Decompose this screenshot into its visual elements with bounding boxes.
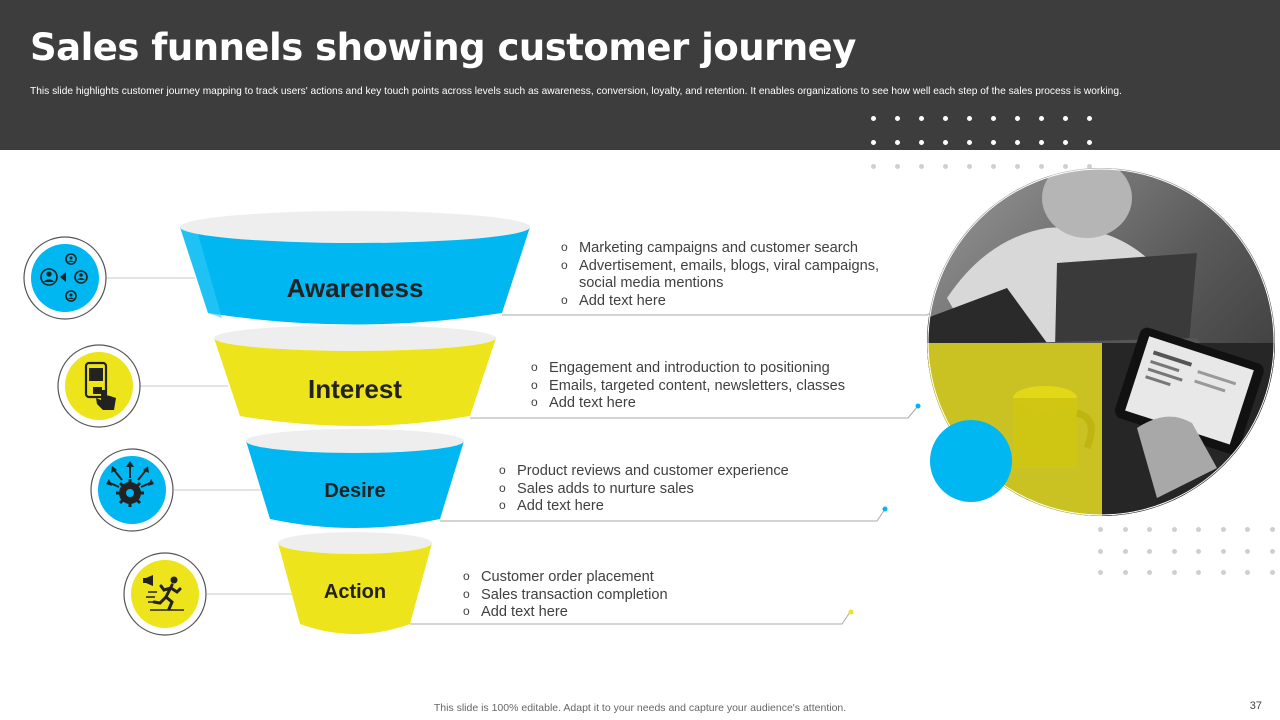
photo-illustration <box>927 168 1277 523</box>
list-item: Add text here <box>561 292 891 311</box>
pattern-dot <box>871 164 876 169</box>
pattern-dot <box>1122 570 1128 575</box>
pattern-dot <box>991 164 996 169</box>
slide-subtitle: This slide highlights customer journey m… <box>30 86 1122 97</box>
dot-pattern-bottom <box>1098 527 1275 575</box>
pattern-dot <box>1063 116 1068 121</box>
list-item: Engagement and introduction to positioni… <box>531 359 891 378</box>
bullet-list-interest: Engagement and introduction to positioni… <box>531 359 891 413</box>
list-item: Sales transaction completion <box>463 586 823 605</box>
pattern-dot <box>919 140 924 145</box>
pattern-dot <box>1269 548 1275 554</box>
team-laptop-photo <box>927 168 1275 516</box>
pattern-dot <box>1098 570 1103 575</box>
stage-label-desire: Desire <box>324 480 385 502</box>
pattern-dot <box>871 116 876 121</box>
pattern-dot <box>943 164 948 169</box>
list-item: Add text here <box>463 603 823 622</box>
pattern-dot <box>1039 140 1044 145</box>
pattern-dot <box>1015 164 1020 169</box>
pattern-dot <box>1196 527 1201 532</box>
mobile-tap-icon <box>57 344 141 428</box>
list-item: Emails, targeted content, newsletters, c… <box>531 377 891 396</box>
pattern-dot <box>1196 548 1201 554</box>
pattern-dot <box>1122 548 1128 554</box>
dot-pattern-top <box>871 116 1092 169</box>
pattern-dot <box>895 164 900 169</box>
pattern-dot <box>1087 116 1092 121</box>
gear-head-arrows-icon <box>90 448 174 532</box>
pattern-dot <box>1098 548 1103 554</box>
page-number: 37 <box>1249 700 1262 712</box>
stage-label-interest: Interest <box>308 374 402 404</box>
pattern-dot <box>1269 527 1275 532</box>
slide-title: Sales funnels showing customer journey <box>30 26 856 69</box>
pattern-dot <box>871 140 876 145</box>
pattern-dot <box>943 140 948 145</box>
pattern-dot <box>1147 548 1152 554</box>
pattern-dot <box>1087 164 1092 169</box>
list-item: Sales adds to nurture sales <box>499 480 859 499</box>
bullet-list-action: Customer order placement Sales transacti… <box>463 568 823 622</box>
pattern-dot <box>919 116 924 121</box>
funnel-segment-desire: Desire <box>246 429 464 528</box>
connector-dot <box>882 506 888 512</box>
pattern-dot <box>895 140 900 145</box>
pattern-dot <box>919 164 924 169</box>
audience-network-icon <box>23 236 107 320</box>
pattern-dot <box>967 116 972 121</box>
pattern-dot <box>1245 570 1250 575</box>
funnel-segment-action: Action <box>278 532 432 634</box>
pattern-dot <box>1087 140 1092 145</box>
pattern-dot <box>1147 527 1152 532</box>
pattern-dot <box>967 164 972 169</box>
pattern-dot <box>1063 164 1068 169</box>
pattern-dot <box>1015 116 1020 121</box>
list-item: Add text here <box>499 497 859 516</box>
bullet-list-awareness: Marketing campaigns and customer search … <box>561 239 891 311</box>
pattern-dot <box>1098 527 1103 532</box>
accent-blue-circle <box>930 420 1012 502</box>
pattern-dot <box>1171 527 1177 532</box>
pattern-dot <box>1039 164 1044 169</box>
pattern-dot <box>1122 527 1128 532</box>
running-person-megaphone-icon <box>123 552 207 636</box>
pattern-dot <box>1147 570 1152 575</box>
list-item: Add text here <box>531 394 891 413</box>
list-item: Customer order placement <box>463 568 823 587</box>
pattern-dot <box>1220 570 1226 575</box>
pattern-dot <box>1039 116 1044 121</box>
pattern-dot <box>1220 527 1226 532</box>
list-item: Product reviews and customer experience <box>499 462 859 481</box>
connector-dot <box>848 609 854 615</box>
pattern-dot <box>1245 548 1250 554</box>
icon-connectors <box>106 277 292 595</box>
connector-dot <box>915 403 921 409</box>
header-bar: Sales funnels showing customer journey T… <box>0 0 1280 150</box>
pattern-dot <box>991 116 996 121</box>
text-connectors <box>410 302 948 625</box>
stage-label-action: Action <box>324 581 386 603</box>
list-item: Advertisement, emails, blogs, viral camp… <box>561 257 891 293</box>
pattern-dot <box>1245 527 1250 532</box>
pattern-dot <box>1063 140 1068 145</box>
footer-note: This slide is 100% editable. Adapt it to… <box>433 702 847 714</box>
pattern-dot <box>1269 570 1275 575</box>
funnel-segment-interest: Interest <box>214 325 496 426</box>
pattern-dot <box>1220 548 1226 554</box>
funnel-segment-awareness: Awareness <box>180 211 530 325</box>
pattern-dot <box>943 116 948 121</box>
stage-label-awareness: Awareness <box>287 273 424 303</box>
pattern-dot <box>1015 140 1020 145</box>
list-item: Marketing campaigns and customer search <box>561 239 891 258</box>
pattern-dot <box>1196 570 1201 575</box>
pattern-dot <box>991 140 996 145</box>
pattern-dot <box>967 140 972 145</box>
pattern-dot <box>895 116 900 121</box>
pattern-dot <box>1171 570 1177 575</box>
pattern-dot <box>1171 548 1177 554</box>
bullet-list-desire: Product reviews and customer experience … <box>499 462 859 516</box>
